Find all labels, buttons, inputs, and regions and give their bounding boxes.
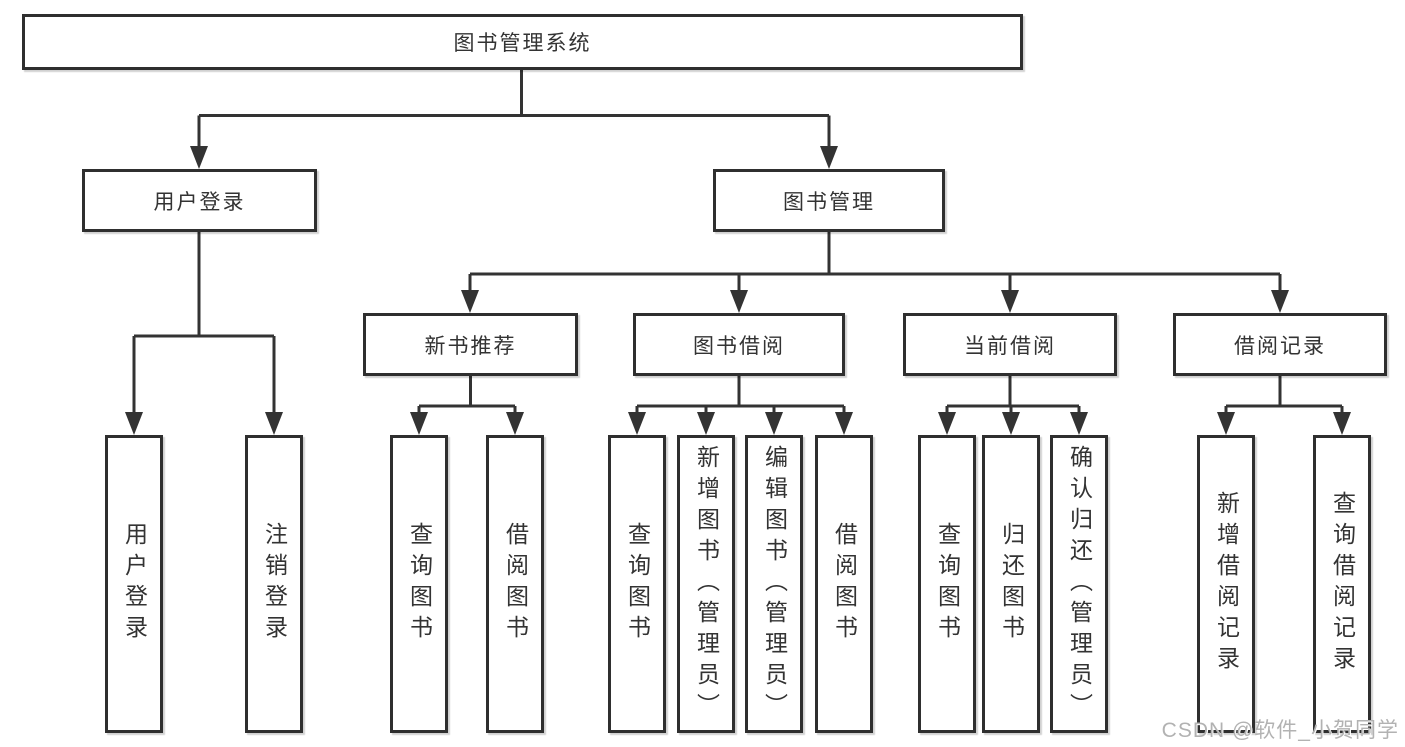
leaf-borrow-books-1-label: 借阅图书 (502, 522, 529, 646)
leaf-query-borrow-record: 查询借阅记录 (1313, 435, 1371, 733)
node-current-borrow-label: 当前借阅 (964, 334, 1056, 358)
leaf-add-books-admin-label: 新增图书（管理员） (693, 444, 720, 724)
leaf-borrow-books-2-label: 借阅图书 (831, 522, 858, 646)
leaf-query-books-1-label: 查询图书 (406, 522, 433, 646)
node-current-borrow: 当前借阅 (903, 313, 1117, 376)
leaf-user-login-label: 用户登录 (121, 522, 148, 646)
node-book-borrow-label: 图书借阅 (693, 334, 785, 358)
node-book-management: 图书管理 (713, 169, 945, 232)
node-user-login: 用户登录 (82, 169, 317, 232)
leaf-query-borrow-record-label: 查询借阅记录 (1329, 491, 1356, 677)
leaf-user-login: 用户登录 (105, 435, 163, 733)
csdn-watermark: CSDN @软件_小贺同学 (1161, 719, 1399, 742)
node-borrow-records-label: 借阅记录 (1234, 334, 1326, 358)
node-root-label: 图书管理系统 (453, 32, 592, 55)
node-user-login-label: 用户登录 (153, 190, 246, 214)
leaf-return-books-label: 归还图书 (998, 522, 1025, 646)
node-root-system: 图书管理系统 (22, 14, 1023, 70)
leaf-query-books-2-label: 查询图书 (624, 522, 651, 646)
leaf-query-books-3: 查询图书 (918, 435, 976, 733)
node-borrow-records: 借阅记录 (1173, 313, 1387, 376)
node-new-book-recommend-label: 新书推荐 (424, 334, 517, 358)
node-book-management-label: 图书管理 (783, 190, 875, 214)
leaf-return-books: 归还图书 (982, 435, 1040, 733)
leaf-query-books-3-label: 查询图书 (934, 522, 961, 646)
leaf-borrow-books-1: 借阅图书 (486, 435, 544, 733)
leaf-query-books-1: 查询图书 (390, 435, 448, 733)
leaf-confirm-return-admin: 确认归还（管理员） (1050, 435, 1108, 733)
node-new-book-recommend: 新书推荐 (363, 313, 578, 376)
leaf-add-borrow-record-label: 新增借阅记录 (1213, 491, 1240, 677)
leaf-edit-books-admin: 编辑图书（管理员） (745, 435, 803, 733)
node-book-borrow: 图书借阅 (633, 313, 845, 376)
leaf-confirm-return-admin-label: 确认归还（管理员） (1066, 444, 1093, 724)
leaf-logout: 注销登录 (245, 435, 303, 733)
leaf-logout-label: 注销登录 (261, 522, 288, 646)
leaf-edit-books-admin-label: 编辑图书（管理员） (761, 444, 788, 724)
leaf-borrow-books-2: 借阅图书 (815, 435, 873, 733)
leaf-add-borrow-record: 新增借阅记录 (1197, 435, 1255, 733)
leaf-add-books-admin: 新增图书（管理员） (677, 435, 735, 733)
arrowheads (125, 146, 1351, 435)
leaf-query-books-2: 查询图书 (608, 435, 666, 733)
